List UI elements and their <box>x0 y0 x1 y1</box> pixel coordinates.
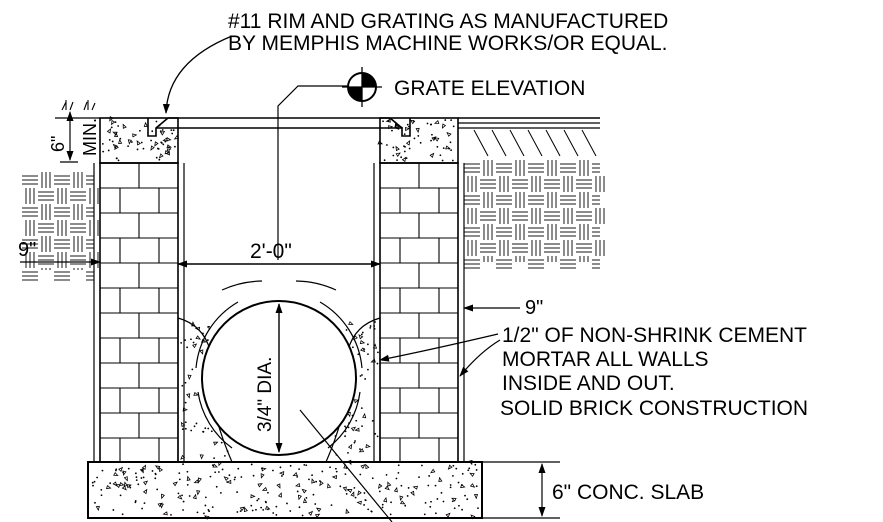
brick-coursing <box>100 163 458 462</box>
cutting-line <box>299 409 393 522</box>
note-mortar-line1: 1/2" OF NON-SHRINK CEMENT <box>502 324 807 347</box>
depth-6in-label: 6" <box>48 136 68 152</box>
soil-hatch-right <box>464 129 605 269</box>
leader-lines <box>162 35 501 377</box>
note-mortar-line3: INSIDE AND OUT. <box>502 372 675 395</box>
rim-and-grating <box>147 117 411 137</box>
concrete-slab <box>87 461 483 519</box>
elevation-target-icon <box>342 67 382 107</box>
slab-label: 6" CONC. SLAB <box>552 481 704 504</box>
pipe-opening <box>195 280 393 522</box>
note-brick-construction: SOLID BRICK CONSTRUCTION <box>500 397 808 420</box>
min-label: MIN. <box>80 118 100 156</box>
note-rim-line1: #11 RIM AND GRATING AS MANUFACTURED <box>228 10 668 33</box>
wall-9in-left-label: 9" <box>18 239 36 261</box>
wall-9in-right-label: 9" <box>525 297 543 319</box>
concrete-slab-stipple <box>91 459 479 520</box>
dimensions <box>20 111 560 519</box>
concrete-collars <box>99 116 459 164</box>
pipe-diameter-label: 3/4" DIA. <box>255 357 276 432</box>
note-mortar-line2: MORTAR ALL WALLS <box>502 348 709 371</box>
note-rim-line2: BY MEMPHIS MACHINE WORKS/OR EQUAL. <box>228 32 668 55</box>
annotations: #11 RIM AND GRATING AS MANUFACTURED BY M… <box>18 10 808 504</box>
ground-line <box>55 100 600 129</box>
soil-hatch-left <box>22 172 99 281</box>
grate-elevation-label: GRATE ELEVATION <box>394 77 585 100</box>
width-2ft-label: 2'-0" <box>250 240 292 263</box>
